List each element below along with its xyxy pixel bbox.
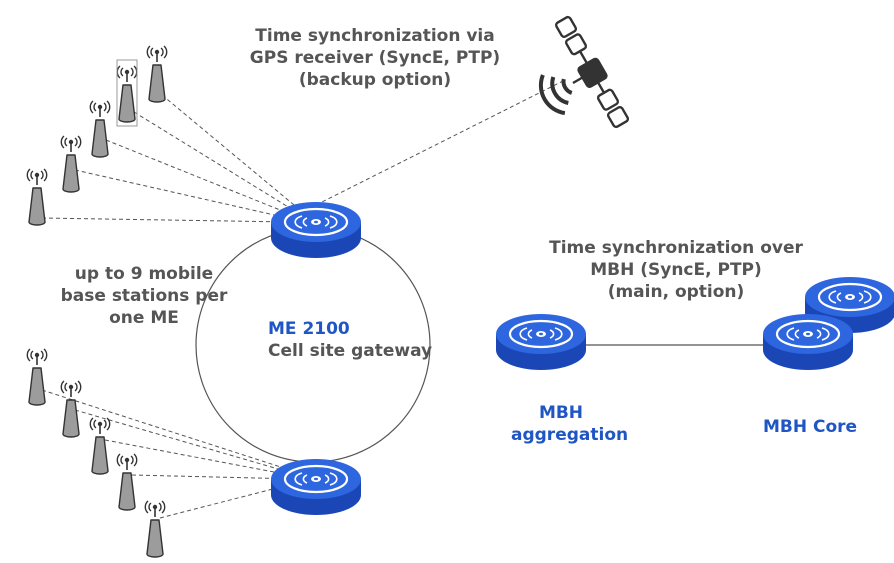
satellite-icon: [538, 15, 630, 129]
aggregation-line-2: aggregation: [511, 425, 629, 445]
aggregation-label: MBH aggregation: [511, 402, 629, 446]
gps-sync-line-3: (backup option): [298, 70, 452, 90]
top-station-links: [41, 79, 566, 223]
aggregation-line-1: MBH: [538, 403, 584, 423]
base-stations-label: up to 9 mobile base stations per one ME: [44, 263, 244, 329]
base-stations-line-3: one ME: [109, 308, 179, 328]
mbh-sync-line-1: Time synchronization over: [549, 238, 803, 258]
mbh-sync-line-2: MBH (SyncE, PTP): [590, 260, 762, 280]
router-disc-icon: [761, 312, 855, 372]
base-stations-line-2: base stations per: [60, 286, 228, 306]
gps-sync-label: Time synchronization via GPS receiver (S…: [226, 25, 524, 91]
cell-tower-icon: [116, 65, 138, 123]
cell-tower-icon: [146, 45, 168, 103]
router-disc-icon: [269, 457, 363, 517]
me-name: ME 2100: [268, 319, 350, 339]
cell-tower-icon: [60, 135, 82, 193]
tower-selection-box: [116, 59, 138, 127]
gps-sync-line-1: Time synchronization via: [255, 26, 495, 46]
cell-tower-icon: [26, 168, 48, 226]
gps-sync-line-2: GPS receiver (SyncE, PTP): [249, 48, 501, 68]
base-stations-line-1: up to 9 mobile: [74, 264, 214, 284]
cell-tower-icon: [26, 348, 48, 406]
cell-tower-icon: [89, 417, 111, 475]
cell-tower-icon: [60, 380, 82, 438]
me-label: ME 2100 Cell site gateway: [268, 318, 458, 362]
mbh-sync-line-3: (main, option): [607, 282, 745, 302]
mbh-sync-label: Time synchronization over MBH (SyncE, PT…: [525, 237, 827, 303]
router-disc-icon: [269, 200, 363, 260]
core-text: MBH Core: [762, 417, 858, 437]
core-label: MBH Core: [750, 416, 870, 438]
cell-tower-icon: [116, 453, 138, 511]
cell-tower-icon: [144, 500, 166, 558]
router-disc-icon: [494, 312, 588, 372]
cell-tower-icon: [89, 100, 111, 158]
bottom-station-links: [41, 389, 301, 519]
me-description: Cell site gateway: [268, 341, 433, 361]
